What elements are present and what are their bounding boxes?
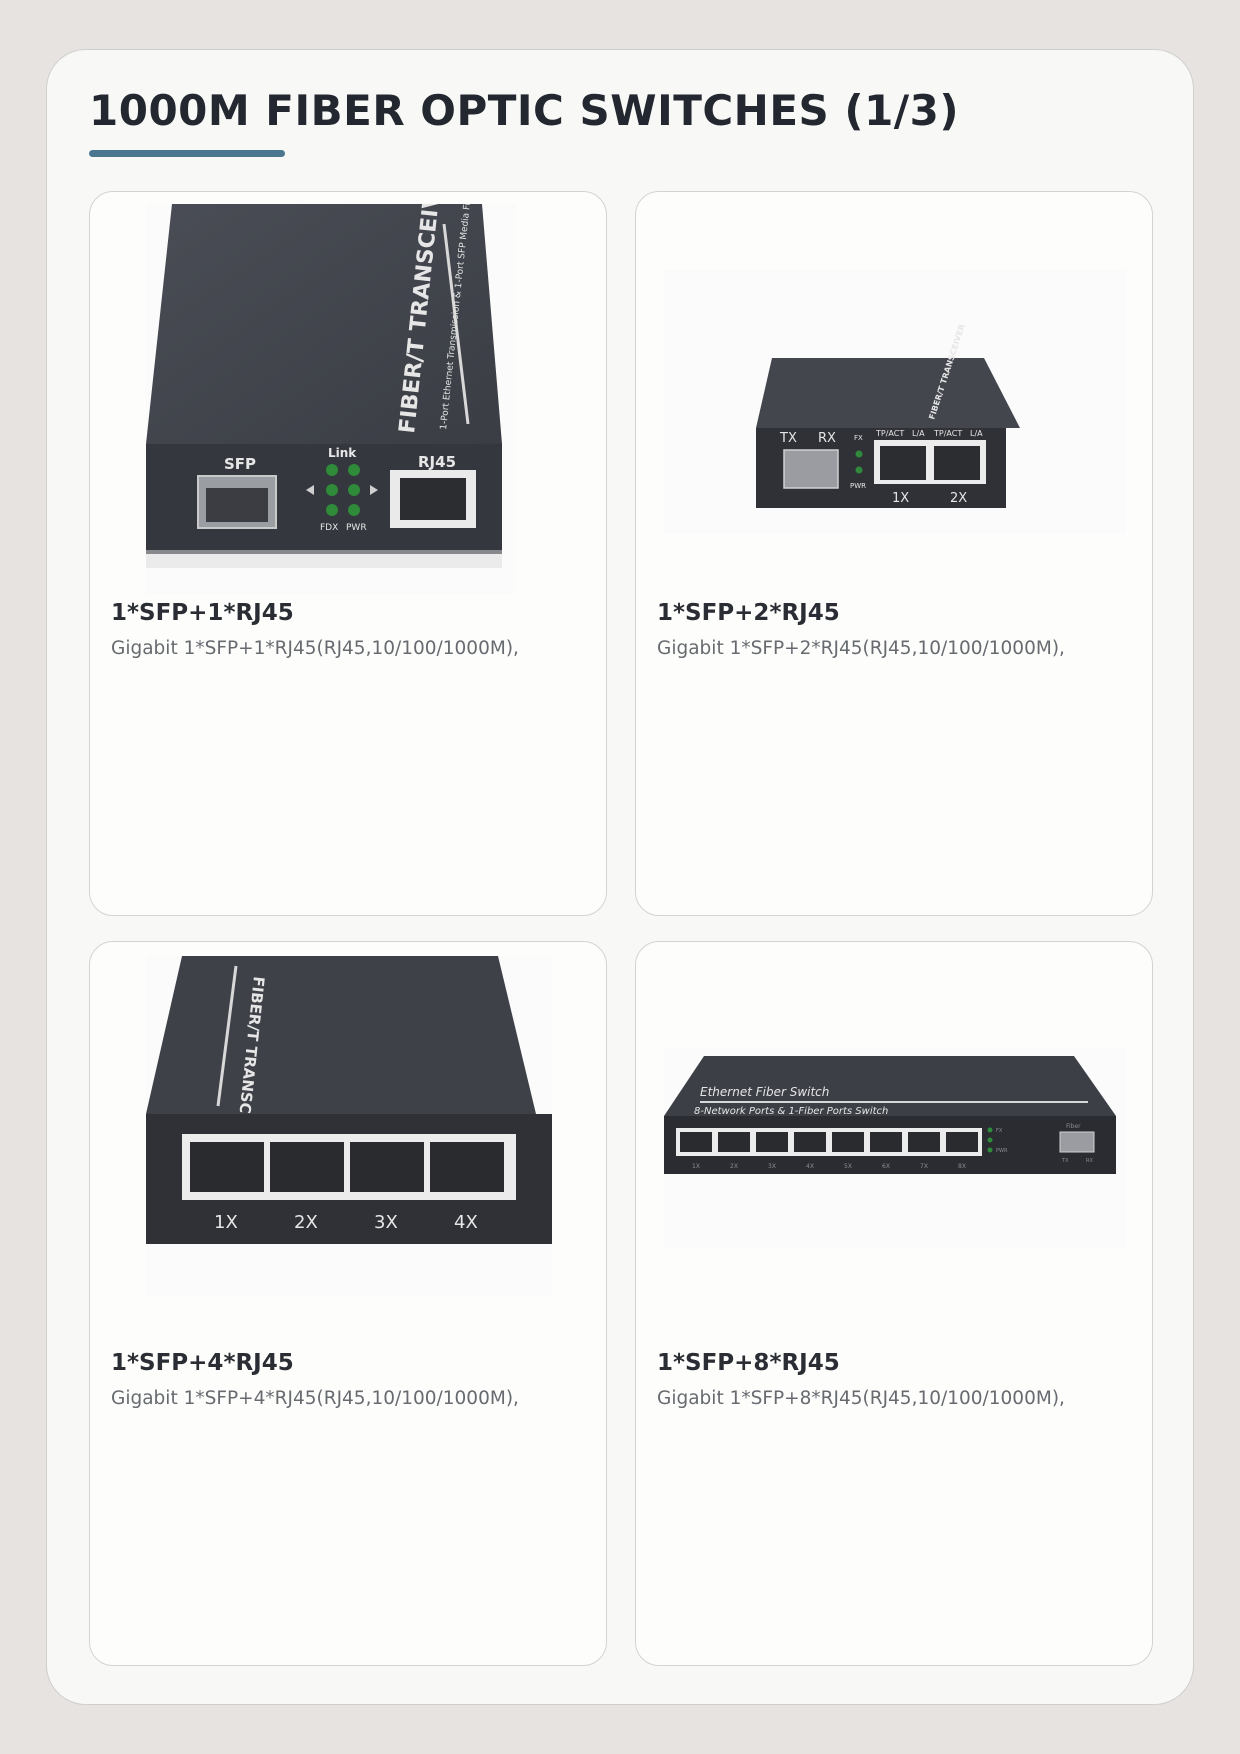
port-4x-label: 4X — [454, 1212, 478, 1233]
subtitle-text: 8-Network Ports & 1-Fiber Ports Switch — [694, 1106, 888, 1117]
brand-text: Ethernet Fiber Switch — [700, 1085, 829, 1099]
product-card-1sfp-4rj45[interactable]: FIBER/T TRANSCEIVER 1X 2X 3X 4X 1*SFP+4*… — [89, 941, 607, 1666]
product-title: 1*SFP+1*RJ45 — [111, 600, 294, 626]
port-3x-label: 3X — [768, 1163, 776, 1170]
product-card-1sfp-2rj45[interactable]: FIBER/T TRANSCEIVER TX RX FX PWR TP/ACT … — [635, 191, 1153, 916]
product-card-1sfp-8rj45[interactable]: Ethernet Fiber Switch 8-Network Ports & … — [635, 941, 1153, 1666]
product-title: 1*SFP+8*RJ45 — [657, 1350, 840, 1376]
product-photo: FIBER/T TRANSCEIVER TX RX FX PWR TP/ACT … — [664, 270, 1126, 534]
fdx-label: FDX — [320, 523, 338, 533]
port-2x-label: 2X — [294, 1212, 318, 1233]
pwr-label: PWR — [996, 1148, 1008, 1154]
title-underline — [89, 150, 285, 157]
product-description: Gigabit 1*SFP+4*RJ45(RJ45,10/100/1000M), — [111, 1388, 519, 1409]
product-photo: FIBER/T TRANSCEIVER 1X 2X 3X 4X — [146, 956, 552, 1296]
port-6x-label: 6X — [882, 1163, 890, 1170]
rx-label: RX — [818, 431, 836, 446]
port-3x-label: 3X — [374, 1212, 398, 1233]
product-description: Gigabit 1*SFP+2*RJ45(RJ45,10/100/1000M), — [657, 638, 1065, 659]
product-title: 1*SFP+2*RJ45 — [657, 600, 840, 626]
port-1x-label: 1X — [214, 1212, 238, 1233]
product-description: Gigabit 1*SFP+1*RJ45(RJ45,10/100/1000M), — [111, 638, 519, 659]
la-1-label: L/A — [912, 429, 925, 438]
port-2x-label: 2X — [950, 491, 967, 506]
product-photo: Ethernet Fiber Switch 8-Network Ports & … — [664, 1048, 1126, 1248]
fiber-label: Fiber — [1066, 1123, 1081, 1130]
port-1x-label: 1X — [692, 1163, 700, 1170]
product-photo: FIBER/T TRANSCEIVER 1-Port Ethernet Tran… — [146, 204, 516, 594]
sfp-label: SFP — [224, 455, 256, 473]
port-5x-label: 5X — [844, 1163, 852, 1170]
pwr-label: PWR — [850, 482, 866, 490]
tx-label: TX — [779, 431, 797, 446]
fx-label: FX — [996, 1128, 1003, 1134]
rx-label: RX — [1086, 1158, 1093, 1164]
rj45-label: RJ45 — [418, 453, 456, 471]
pwr-label: PWR — [346, 523, 367, 533]
product-title: 1*SFP+4*RJ45 — [111, 1350, 294, 1376]
port-4x-label: 4X — [806, 1163, 814, 1170]
page-title: 1000M FIBER OPTIC SWITCHES (1/3) — [89, 86, 960, 135]
page-panel: 1000M FIBER OPTIC SWITCHES (1/3) FIBER/T… — [46, 49, 1194, 1705]
la-2-label: L/A — [970, 429, 983, 438]
port-7x-label: 7X — [920, 1163, 928, 1170]
port-8x-label: 8X — [958, 1163, 966, 1170]
tx-label: TX — [1061, 1158, 1069, 1164]
product-description: Gigabit 1*SFP+8*RJ45(RJ45,10/100/1000M), — [657, 1388, 1065, 1409]
port-1x-label: 1X — [892, 491, 909, 506]
fx-label: FX — [854, 434, 863, 442]
tpact-1-label: TP/ACT — [875, 429, 904, 438]
product-card-1sfp-1rj45[interactable]: FIBER/T TRANSCEIVER 1-Port Ethernet Tran… — [89, 191, 607, 916]
port-2x-label: 2X — [730, 1163, 738, 1170]
link-label: Link — [328, 446, 357, 460]
tpact-2-label: TP/ACT — [933, 429, 962, 438]
